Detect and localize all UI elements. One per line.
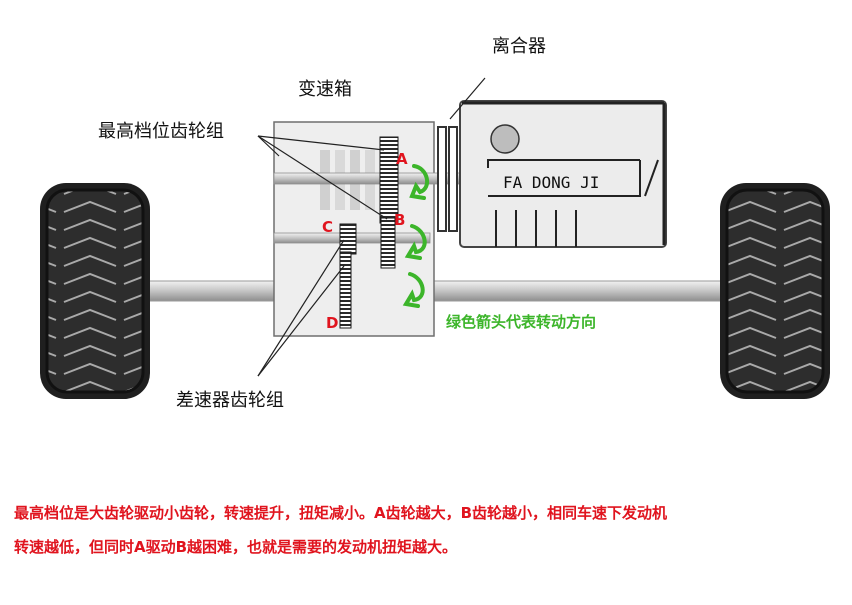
right-wheel (720, 183, 830, 399)
engine-block (459, 100, 667, 248)
leader-lines (257, 77, 486, 377)
engine-label: FA DONG JI (503, 173, 599, 192)
caption-line-1: 最高档位是大齿轮驱动小齿轮，转速提升，扭矩减小。A齿轮越大，B齿轮越小，相同车速… (14, 504, 668, 522)
gearbox-label: 变速箱 (298, 79, 352, 100)
diff-gear-set-label: 差速器齿轮组 (176, 390, 284, 411)
main-axle (94, 280, 776, 302)
rotation-arrow-axle (402, 272, 425, 308)
gear-c-letter: C (322, 218, 333, 236)
gear-c (339, 223, 357, 255)
arrow-note-label: 绿色箭头代表转动方向 (446, 313, 596, 331)
gear-b (380, 217, 396, 269)
gear-d (339, 251, 352, 329)
left-wheel (40, 183, 150, 399)
gear-b-letter: B (394, 211, 405, 229)
top-gear-set-label: 最高档位齿轮组 (98, 121, 224, 142)
gear-d-letter: D (326, 314, 338, 332)
rotation-arrow-middle (404, 224, 427, 260)
rotation-arrow-top (409, 164, 430, 200)
clutch-label: 离合器 (492, 36, 546, 57)
clutch (437, 126, 458, 232)
gear-a-letter: A (396, 150, 408, 168)
caption-line-2: 转速越低，但同时A驱动B越困难，也就是需要的发动机扭矩越大。 (14, 538, 458, 556)
